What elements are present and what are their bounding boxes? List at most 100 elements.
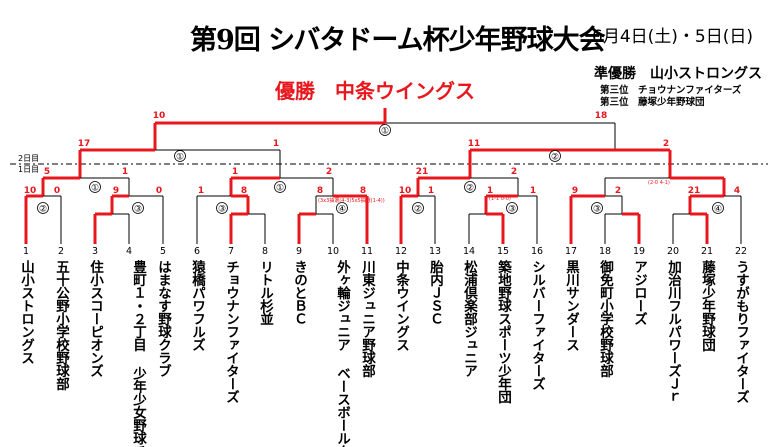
team-number: 12 — [394, 246, 408, 257]
score-a: 1 — [487, 186, 493, 196]
match-circle — [274, 181, 286, 193]
match-circle — [464, 181, 476, 193]
team-number: 10 — [326, 246, 340, 257]
score-a: 9 — [572, 186, 578, 196]
team-number: 13 — [428, 246, 442, 257]
score-a: 21 — [416, 167, 429, 177]
quarterfinals — [41, 176, 726, 196]
match-circle — [336, 202, 348, 214]
team-name: 山小ストロングス — [18, 260, 34, 364]
team-number: 6 — [193, 246, 201, 257]
team-name: 川東ジュニア野球部 — [359, 260, 375, 377]
team-number: 21 — [700, 246, 714, 257]
team-name: 五十公野小学校野球部 — [53, 260, 69, 390]
match-number: ① — [176, 153, 184, 163]
match-number: ② — [551, 153, 559, 163]
match-circle — [174, 150, 186, 162]
score-a: 10 — [399, 186, 412, 196]
team-number: 18 — [598, 246, 612, 257]
score-b: 8 — [360, 186, 366, 196]
third-place-label-1: 第三位 チョウナンファイターズ — [600, 85, 742, 96]
team-name: チョウナンファイターズ — [223, 260, 239, 403]
day1-label: 1日目 — [18, 165, 39, 174]
match-circle — [216, 202, 228, 214]
score-b: 1 — [273, 139, 279, 149]
score-b: 0 — [54, 186, 60, 196]
team-name: きのとＢＣ — [291, 260, 307, 325]
score-b: 2 — [326, 167, 332, 177]
team-name: 豊町１・２丁目 少年少女野球チーム — [130, 260, 146, 447]
match-circle — [412, 202, 424, 214]
match-number: ① — [276, 184, 284, 194]
runner-up-label: 準優勝 山小ストロングス — [594, 66, 762, 82]
team-number: 3 — [91, 246, 99, 257]
team-number: 14 — [462, 246, 476, 257]
round-2 — [24, 194, 742, 244]
match-number: ④ — [338, 205, 346, 215]
score-a: 21 — [688, 186, 701, 196]
team-number: 1 — [22, 246, 30, 257]
team-number: 22 — [734, 246, 748, 257]
round-1 — [93, 212, 709, 244]
score-a: 11 — [468, 139, 481, 149]
match-circle — [549, 150, 561, 162]
team-name: 松浦倶楽部ジュニア — [461, 260, 477, 377]
team-number: 2 — [57, 246, 65, 257]
team-name: 住小スコーピオンズ — [87, 260, 103, 377]
team-number: 9 — [295, 246, 303, 257]
team-number: 17 — [564, 246, 578, 257]
team-name: はまなす野球クラブ — [155, 260, 171, 377]
score-b: 18 — [595, 111, 608, 121]
match-number: ③ — [218, 205, 226, 215]
team-name: 胎内ＪＳＣ — [427, 260, 443, 325]
score-a: 8 — [317, 186, 323, 196]
right-semi — [468, 148, 672, 178]
score-b: 1 — [428, 186, 434, 196]
match-circle — [379, 124, 391, 136]
score-b: 1 — [530, 186, 536, 196]
match-circle — [712, 202, 724, 214]
match-circle — [37, 202, 49, 214]
score-a: 17 — [78, 139, 91, 149]
match-circle — [506, 202, 518, 214]
score-a: 9 — [113, 186, 119, 196]
match-number: ③ — [593, 205, 601, 215]
score-b: 8 — [241, 186, 247, 196]
champion-label: 優勝 中条ウイングス — [275, 79, 475, 103]
match-number: ② — [466, 184, 474, 194]
team-number: 20 — [666, 246, 680, 257]
team-number: 4 — [125, 246, 133, 257]
match-number: ① — [381, 127, 389, 137]
final-match — [153, 108, 616, 150]
team-name: シルバーファイターズ — [529, 260, 545, 390]
team-number: 16 — [530, 246, 544, 257]
team-name: 藤塚少年野球団 — [699, 260, 715, 351]
team-name: 猿橋パワフルズ — [189, 260, 205, 351]
team-name: アジローズ — [631, 260, 647, 325]
match-circle — [591, 202, 603, 214]
tiebreak-note-14-15: (1-1 0-0) — [489, 196, 511, 202]
event-date: 6月4日(土)・5日(日) — [592, 27, 753, 47]
match-number: ③ — [508, 205, 516, 215]
team-number: 11 — [360, 246, 374, 257]
tiebreak-note-17-19: (2-0 4-1) — [648, 180, 670, 186]
score-b: 0 — [156, 186, 162, 196]
score-b: 1 — [122, 167, 128, 177]
team-name: 中条ウイングス — [393, 260, 409, 351]
score-b: 4 — [734, 186, 740, 196]
team-name: 黒川サンダース — [563, 260, 579, 351]
match-circle — [89, 181, 101, 193]
team-name: 築地野球スポーツ少年団 — [495, 260, 511, 403]
team-number: 19 — [632, 246, 646, 257]
team-name: 御免町小学校野球部 — [597, 260, 613, 377]
score-a: 5 — [44, 167, 50, 177]
team-number: 5 — [159, 246, 167, 257]
match-number: ② — [39, 205, 47, 215]
team-name: うすがもりファイターズ — [733, 260, 749, 403]
team-name: 外ヶ輪ジュニア ベースボールクラブ — [334, 260, 350, 447]
tiebreak-note-10-11: (3x3抽選(4-3)5x5抽選(1-4)) — [318, 197, 385, 204]
team-name: 加治川フルパワーズＪｒ — [665, 260, 681, 403]
